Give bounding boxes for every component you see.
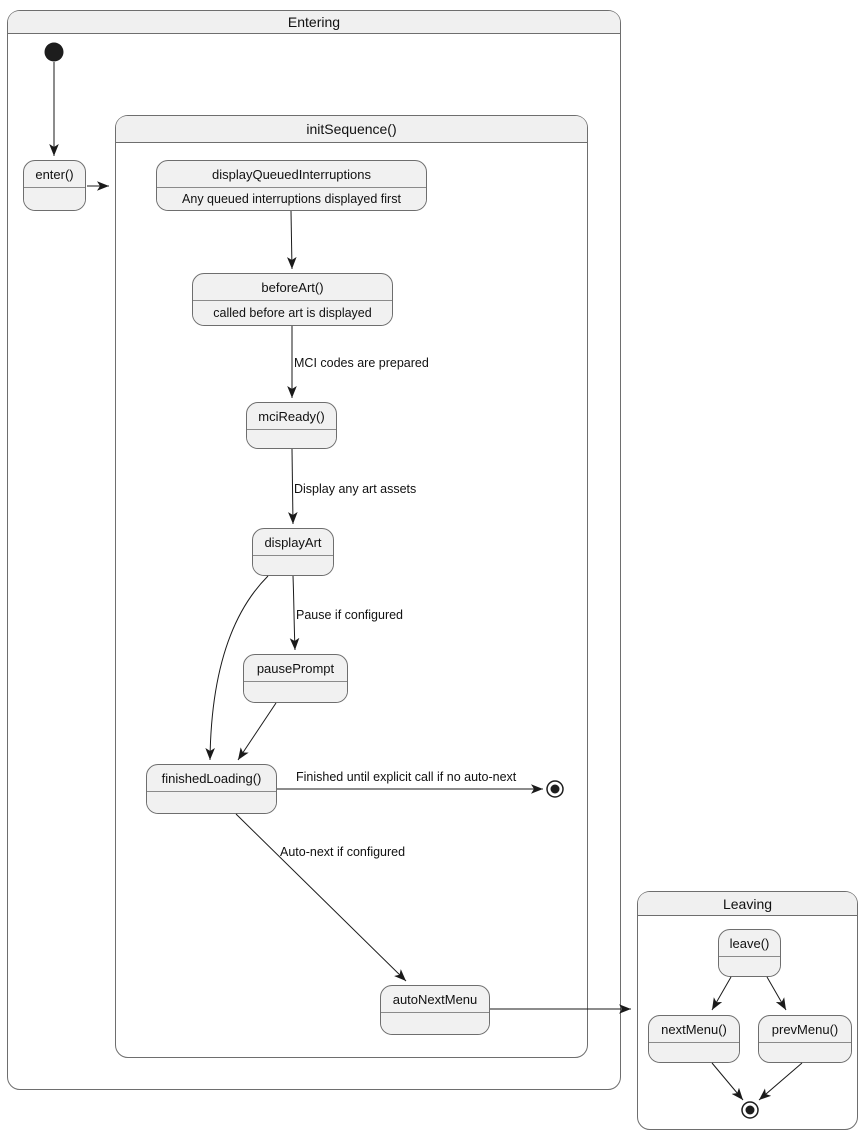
state-pause-prompt-title: pausePrompt bbox=[256, 660, 335, 676]
container-leaving: Leaving bbox=[637, 891, 858, 1130]
state-display-queued-interruptions-title: displayQueuedInterruptions bbox=[212, 166, 371, 182]
state-auto-next-menu-body bbox=[381, 1012, 489, 1034]
edge-label-auto-next-configured: Auto-next if configured bbox=[280, 845, 406, 859]
state-enter-title: enter() bbox=[35, 166, 74, 182]
state-mci-ready: mciReady() bbox=[246, 402, 337, 449]
state-mci-ready-body bbox=[247, 429, 336, 448]
state-auto-next-menu: autoNextMenu bbox=[380, 985, 490, 1035]
state-next-menu-body bbox=[649, 1042, 739, 1062]
state-leave: leave() bbox=[718, 929, 781, 977]
state-pause-prompt: pausePrompt bbox=[243, 654, 348, 703]
state-display-art-body bbox=[253, 555, 333, 575]
state-leave-body bbox=[719, 956, 780, 976]
container-entering-title: Entering bbox=[8, 11, 620, 34]
state-enter-body bbox=[24, 187, 85, 210]
state-next-menu-title: nextMenu() bbox=[661, 1021, 727, 1037]
state-display-queued-interruptions: displayQueuedInterruptions Any queued in… bbox=[156, 160, 427, 211]
container-init-sequence-title: initSequence() bbox=[116, 116, 587, 143]
state-finished-loading: finishedLoading() bbox=[146, 764, 277, 814]
state-auto-next-menu-title: autoNextMenu bbox=[392, 991, 478, 1007]
edge-label-finished-no-autonext: Finished until explicit call if no auto-… bbox=[296, 770, 517, 784]
state-before-art-description: called before art is displayed bbox=[193, 300, 392, 325]
state-display-art: displayArt bbox=[252, 528, 334, 576]
state-prev-menu-body bbox=[759, 1042, 851, 1062]
state-display-queued-interruptions-description: Any queued interruptions displayed first bbox=[157, 187, 426, 210]
state-finished-loading-title: finishedLoading() bbox=[161, 770, 262, 786]
container-leaving-title: Leaving bbox=[638, 892, 857, 916]
edge-label-display-art-assets: Display any art assets bbox=[294, 482, 417, 496]
state-finished-loading-body bbox=[147, 791, 276, 813]
state-pause-prompt-body bbox=[244, 681, 347, 702]
edge-label-pause-if-configured: Pause if configured bbox=[296, 608, 404, 622]
state-mci-ready-title: mciReady() bbox=[258, 408, 325, 424]
state-display-art-title: displayArt bbox=[264, 534, 322, 550]
state-leave-title: leave() bbox=[729, 935, 770, 951]
container-init-sequence: initSequence() bbox=[115, 115, 588, 1058]
state-before-art: beforeArt() called before art is display… bbox=[192, 273, 393, 326]
edge-label-mci-codes-prepared: MCI codes are prepared bbox=[294, 356, 429, 370]
state-prev-menu: prevMenu() bbox=[758, 1015, 852, 1063]
state-next-menu: nextMenu() bbox=[648, 1015, 740, 1063]
state-before-art-title: beforeArt() bbox=[261, 279, 324, 295]
state-prev-menu-title: prevMenu() bbox=[771, 1021, 839, 1037]
state-enter: enter() bbox=[23, 160, 86, 211]
